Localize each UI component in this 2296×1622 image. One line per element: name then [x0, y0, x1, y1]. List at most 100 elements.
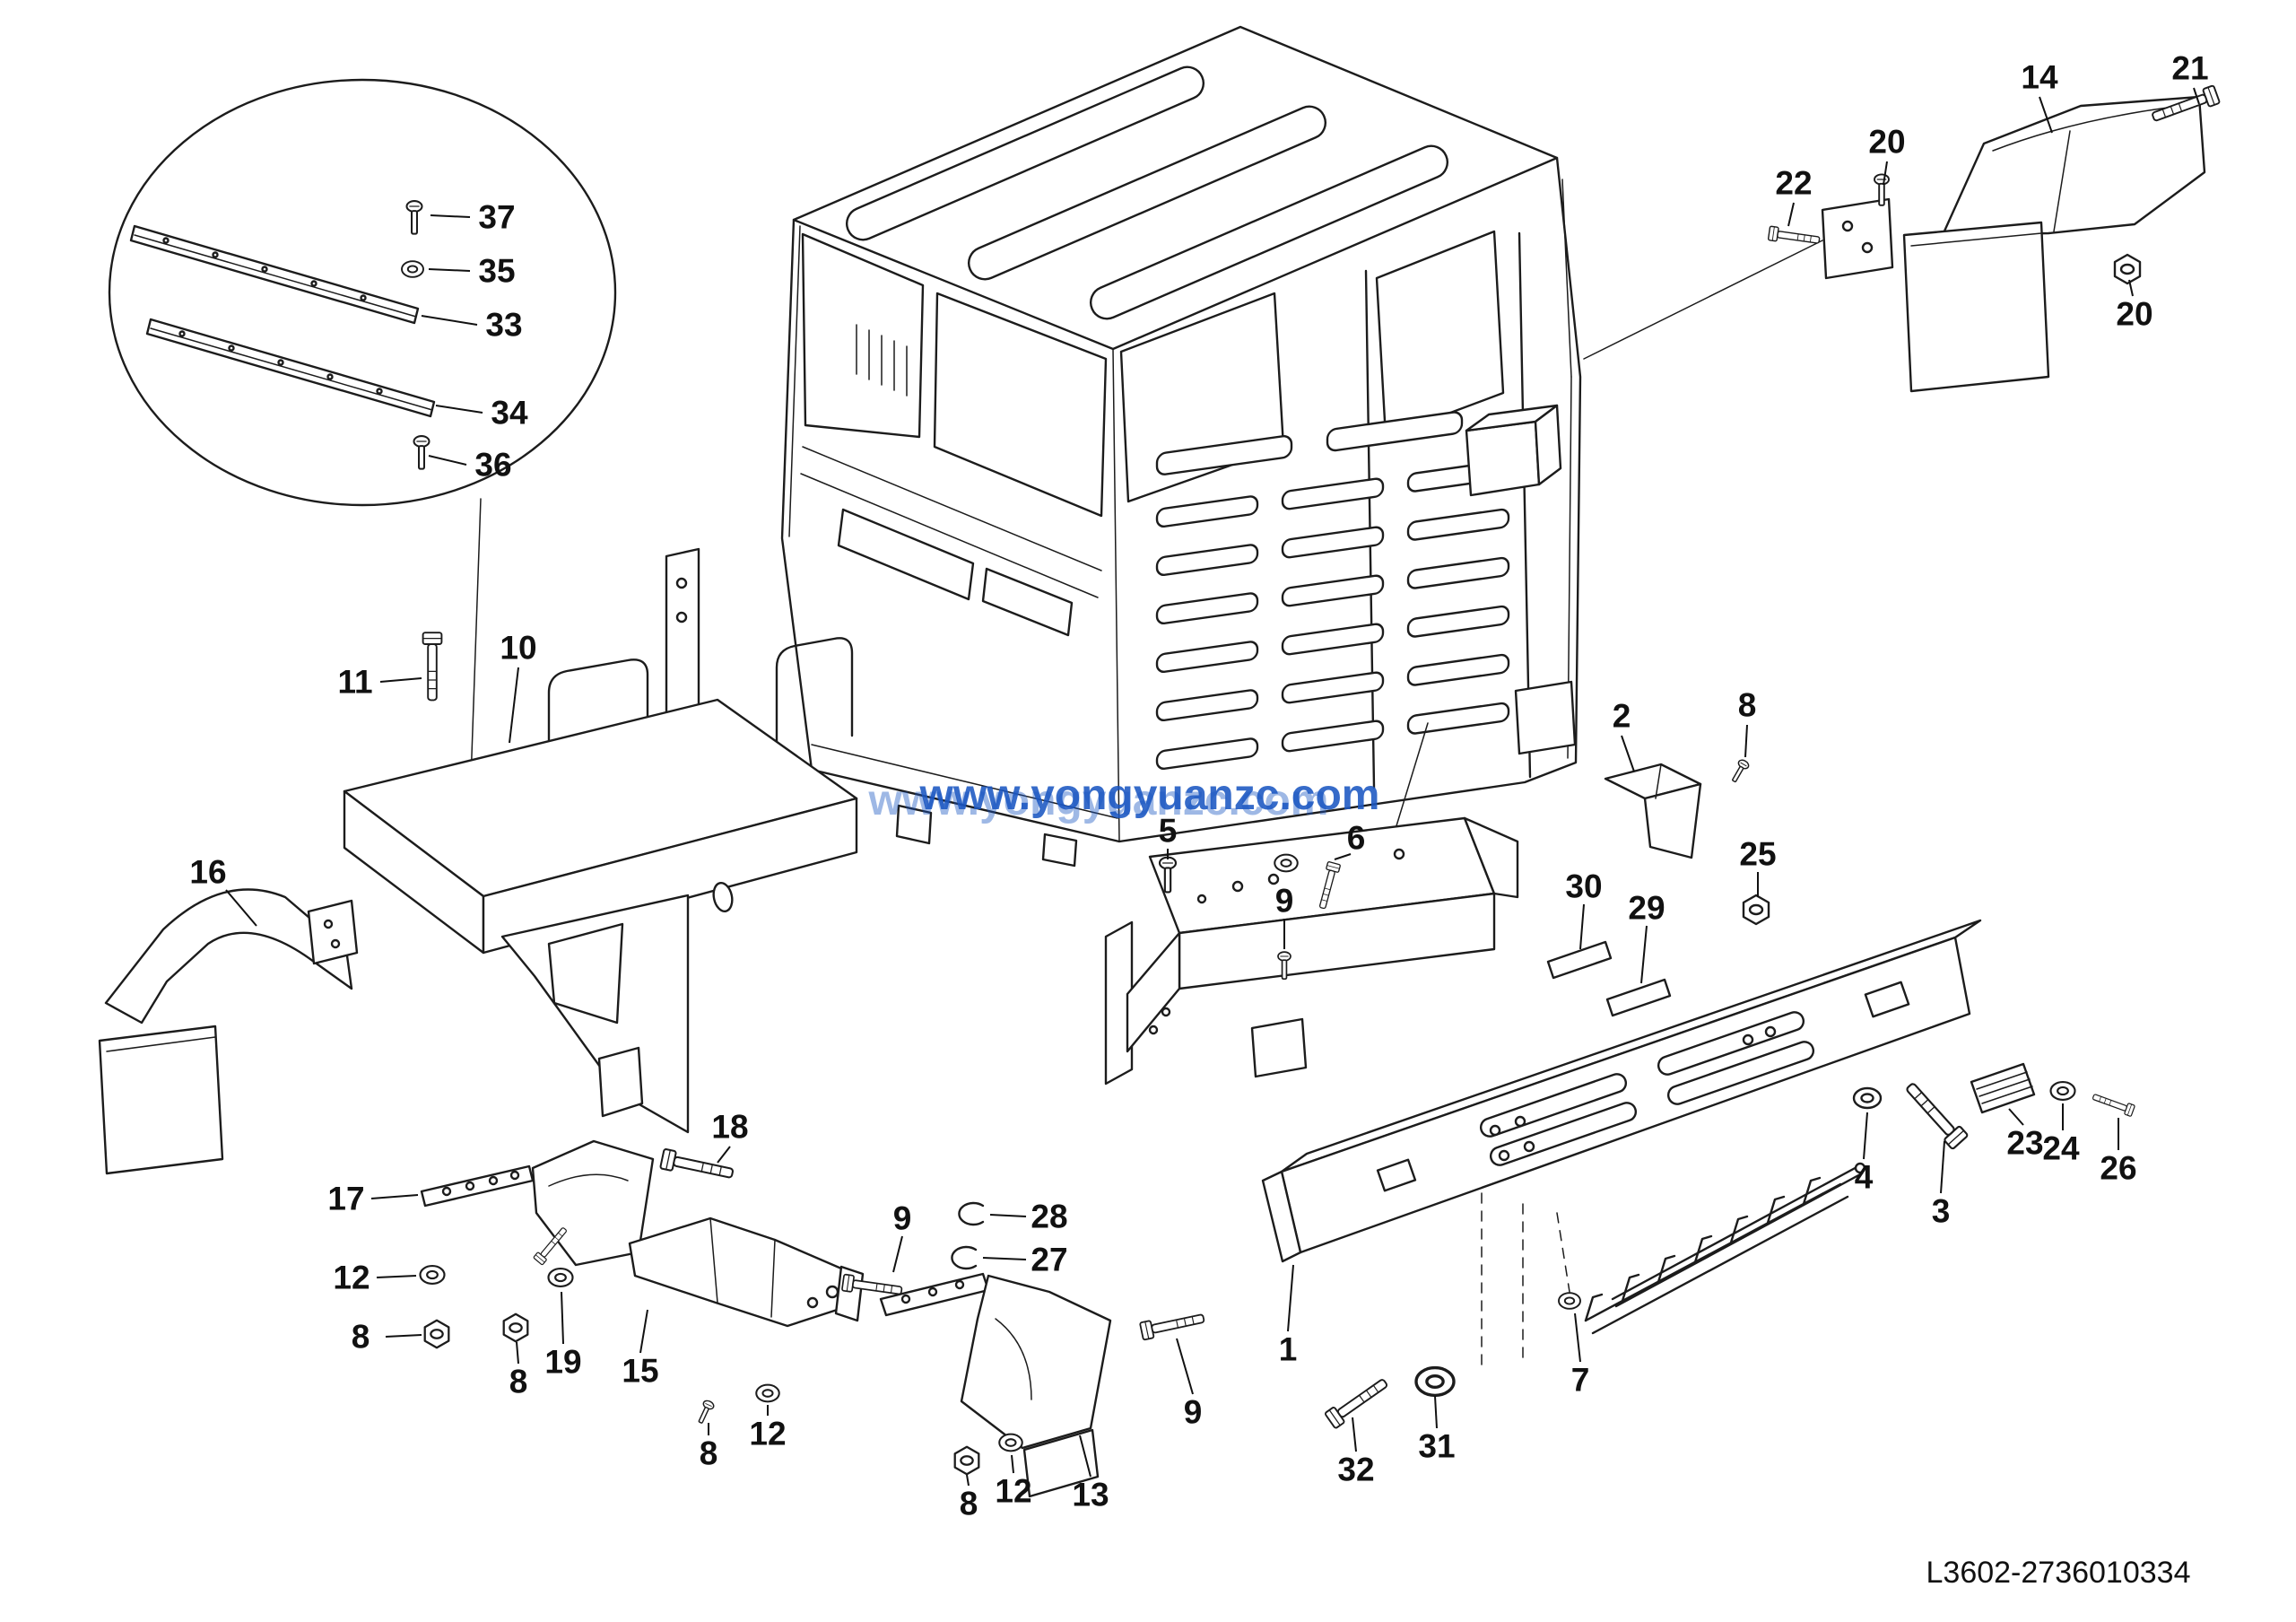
callout-2-12: 2: [1613, 698, 1631, 735]
callout-21-6: 21: [2171, 50, 2208, 87]
part-33-strip: [129, 224, 420, 325]
callout-20-9: 20: [2116, 296, 2152, 333]
part-23-insert: [1970, 1062, 2036, 1114]
windshield-left: [801, 232, 925, 439]
subframe-assembly: [1104, 816, 1519, 1086]
part-6-washer: [1274, 853, 1299, 873]
part-19-washer: [547, 1268, 574, 1287]
callout-6-16: 6: [1347, 820, 1366, 857]
callout-18-27: 18: [711, 1109, 748, 1146]
callout-leader-13-41: [1079, 1435, 1091, 1478]
part-7-support: [1324, 1162, 1866, 1430]
callout-25-20: 25: [1739, 836, 1776, 873]
part-15-bracket: [628, 1147, 904, 1426]
part-20-nut: [2113, 253, 2142, 285]
callout-1-26: 1: [1279, 1331, 1298, 1368]
callout-leader-8-39: [966, 1474, 970, 1487]
callout-5-15: 5: [1159, 813, 1178, 850]
cowl-vent-left: [837, 508, 975, 601]
callout-17-28: 17: [327, 1181, 364, 1217]
callout-leader-18-27: [717, 1146, 731, 1164]
callout-leader-3-25: [1940, 1140, 1945, 1194]
callout-leader-30-18: [1579, 903, 1585, 950]
part-24-washer: [2049, 1081, 2076, 1101]
callout-leader-8-13: [1744, 724, 1748, 758]
callout-leader-20-9: [2128, 279, 2134, 297]
part-12-washer-c: [998, 1433, 1023, 1452]
callout-28-35: 28: [1031, 1199, 1067, 1235]
callout-3-25: 3: [1932, 1193, 1951, 1230]
callout-leader-4-24: [1863, 1112, 1868, 1160]
fender16-flap: [98, 1025, 224, 1175]
callout-leader-19-32: [561, 1291, 564, 1345]
callout-9-34: 9: [893, 1200, 912, 1237]
part-36-screw: [413, 435, 430, 470]
part-8-nut-c: [953, 1445, 980, 1476]
callout-37-0: 37: [478, 199, 515, 236]
callout-leader-34-3: [435, 405, 483, 414]
part-35-washer: [401, 260, 424, 278]
callout-33-2: 33: [485, 307, 522, 344]
callout-9-42: 9: [1184, 1394, 1203, 1431]
callout-31-44: 31: [1418, 1428, 1455, 1465]
mount-tab-right: [1041, 833, 1078, 868]
callout-leader-12-29: [376, 1275, 417, 1278]
part-14-fender: [1767, 84, 2222, 393]
callout-32-45: 32: [1337, 1452, 1374, 1488]
mount-tab-left: [895, 804, 933, 845]
part-7-washer: [1558, 1292, 1581, 1310]
callout-leader-21-6: [2193, 87, 2200, 105]
callout-7-43: 7: [1571, 1362, 1590, 1399]
truck-cab: [780, 25, 1823, 868]
callout-leader-2-12: [1621, 735, 1635, 772]
part-8-nut-b: [502, 1312, 529, 1343]
step-box: [1514, 680, 1577, 755]
callout-10-11: 10: [500, 630, 536, 667]
part-29-plate: [1605, 978, 1672, 1017]
callout-8-37: 8: [700, 1435, 718, 1472]
part-13-bracket: [879, 1201, 1206, 1498]
part-37-screw: [405, 200, 423, 235]
callout-leader-36-4: [428, 455, 467, 466]
callout-leader-1-26: [1287, 1264, 1294, 1332]
callout-4-24: 4: [1855, 1159, 1874, 1196]
callout-36-4: 36: [474, 447, 511, 484]
watermark-echo: www.yongyuanzc.com: [868, 777, 1329, 824]
part-30-plate: [1546, 940, 1613, 980]
callout-leader-33-2: [421, 315, 478, 326]
callout-leader-28-35: [989, 1214, 1027, 1217]
fender-flap: [1902, 221, 2050, 393]
part-26-bolt: [2091, 1090, 2136, 1118]
callout-leader-12-40: [1011, 1454, 1014, 1474]
part-31-washer: [1414, 1365, 1456, 1398]
callout-27-36: 27: [1031, 1242, 1067, 1278]
part-2-bracket: [1604, 757, 1752, 859]
part-22-bolt: [1767, 225, 1822, 249]
part-1-bumper: [1261, 894, 2136, 1368]
callout-leader-10-11: [509, 667, 519, 744]
callout-leader-6-16: [1334, 853, 1352, 860]
part-32-bolt: [1324, 1373, 1392, 1430]
callout-19-32: 19: [544, 1344, 581, 1381]
drawing-number: L3602-2736010334: [1926, 1556, 2191, 1590]
callout-leader-27-36: [982, 1257, 1027, 1260]
fender16-bracket: [307, 899, 359, 965]
cowl-vent-right: [981, 567, 1074, 637]
windshield-right: [933, 292, 1108, 518]
detail-circle: [108, 78, 617, 859]
part-3-bolt: [1900, 1077, 1970, 1151]
part-12-washer-a: [419, 1265, 446, 1285]
callout-leader-23-21: [2008, 1108, 2024, 1126]
callout-leader-15-33: [639, 1309, 648, 1354]
callout-leader-9-34: [892, 1235, 903, 1273]
callout-leader-20-7: [1883, 161, 1888, 186]
callout-leader-14-5: [2039, 96, 2053, 134]
callout-23-21: 23: [2006, 1125, 2043, 1162]
callout-8-31: 8: [509, 1364, 528, 1400]
callout-8-39: 8: [960, 1486, 978, 1522]
callout-12-29: 12: [333, 1260, 370, 1296]
part-10-platform: [343, 547, 858, 1134]
callout-35-1: 35: [478, 253, 515, 290]
